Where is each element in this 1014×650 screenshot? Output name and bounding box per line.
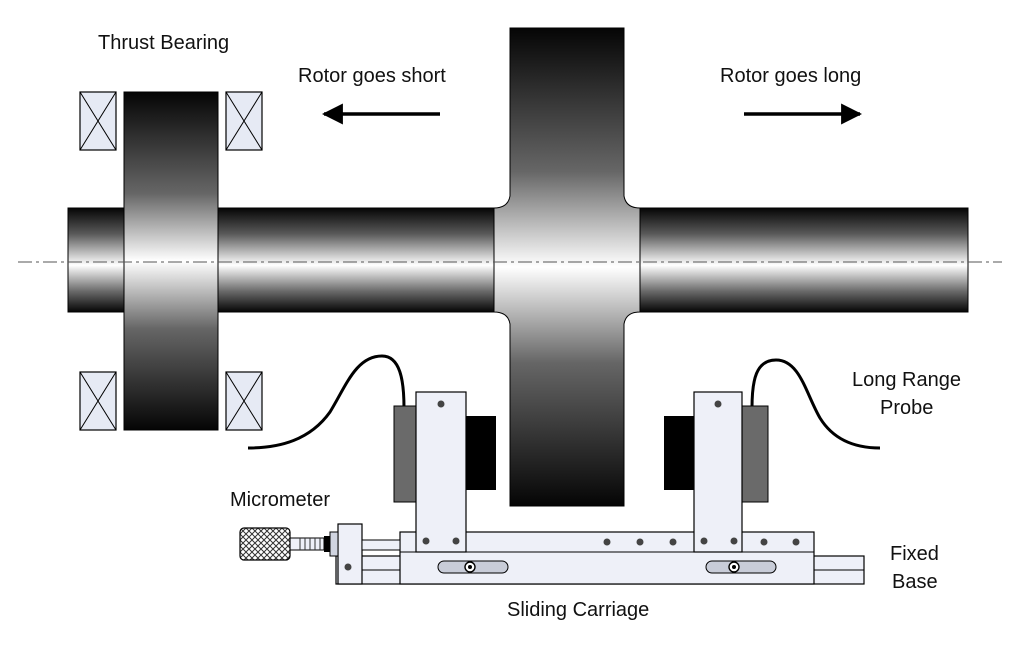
label-thrust-bearing: Thrust Bearing: [98, 32, 229, 54]
thrust-bearing-pad-top-left: [79, 91, 117, 151]
label-fixed-base-line2: Base: [892, 571, 938, 593]
thrust-bearing-pad-top-right: [225, 91, 263, 151]
label-rotor-short: Rotor goes short: [298, 65, 446, 87]
label-fixed-base-line1: Fixed: [890, 543, 939, 565]
long-range-probe-left: [393, 391, 496, 553]
label-rotor-long: Rotor goes long: [720, 65, 861, 87]
label-long-range-probe-line1: Long Range: [852, 369, 961, 391]
probe-cable-left: [247, 354, 406, 450]
sliding-carriage: [399, 531, 815, 585]
long-range-probe-right: [664, 391, 769, 553]
rotor-disk: [493, 27, 641, 507]
thrust-bearing-pad-bottom-left: [79, 371, 117, 431]
probe-cable-right: [750, 358, 881, 450]
micrometer: [239, 523, 401, 585]
label-long-range-probe-line2: Probe: [880, 397, 933, 419]
thrust-collar: [123, 91, 219, 431]
thrust-bearing-pad-bottom-right: [225, 371, 263, 431]
label-sliding-carriage: Sliding Carriage: [507, 599, 649, 621]
label-micrometer: Micrometer: [230, 489, 330, 511]
